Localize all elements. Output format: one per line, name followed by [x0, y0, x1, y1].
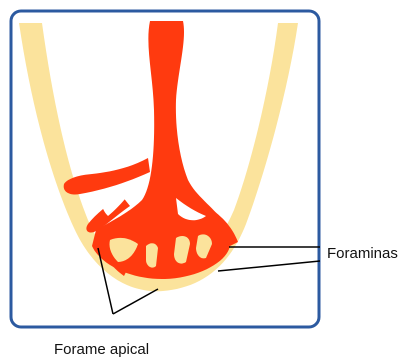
label-forame-apical: Forame apical [54, 342, 149, 357]
label-foraminas: Foraminas [327, 246, 398, 261]
island-4 [146, 243, 158, 267]
